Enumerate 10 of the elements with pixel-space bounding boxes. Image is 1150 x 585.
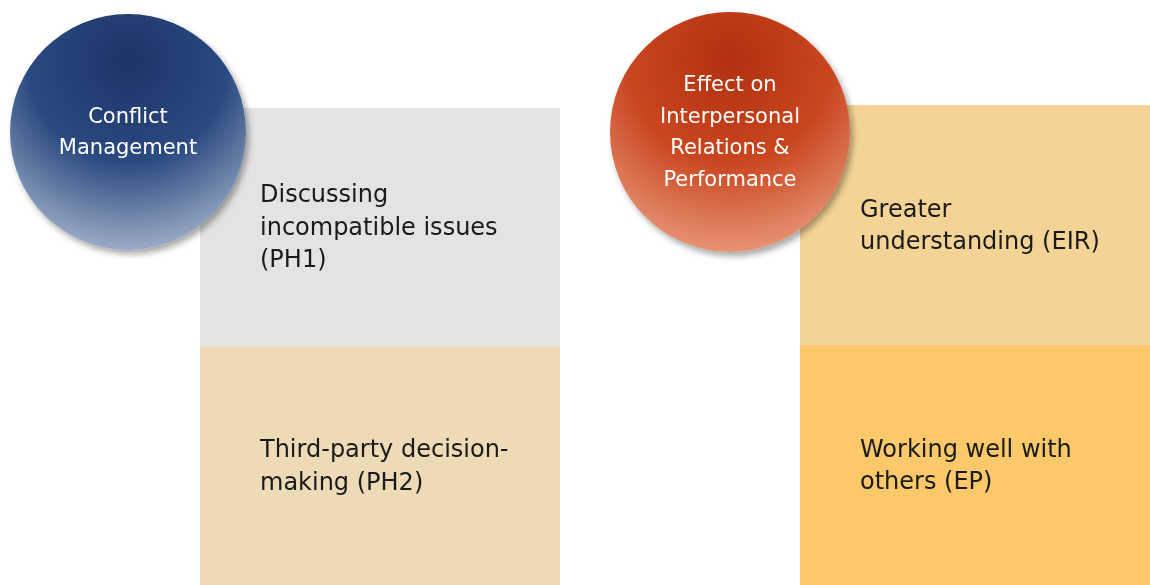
content-panel: [200, 108, 560, 346]
panel-text: Working well with others (EP): [860, 433, 1073, 497]
content-panel: [800, 105, 1150, 345]
panel-text: Greater understanding (EIR): [860, 193, 1101, 257]
panel-text: Discussing incompatible issues (PH1): [260, 179, 499, 276]
content-panel: [200, 346, 560, 585]
content-panel: [800, 345, 1150, 585]
panel-text: Third-party decision-making (PH2): [260, 434, 510, 498]
circle-heading: Effect on Interpersonal Relations & Performance: [659, 71, 801, 193]
circle-heading: Conflict Management: [57, 102, 199, 161]
